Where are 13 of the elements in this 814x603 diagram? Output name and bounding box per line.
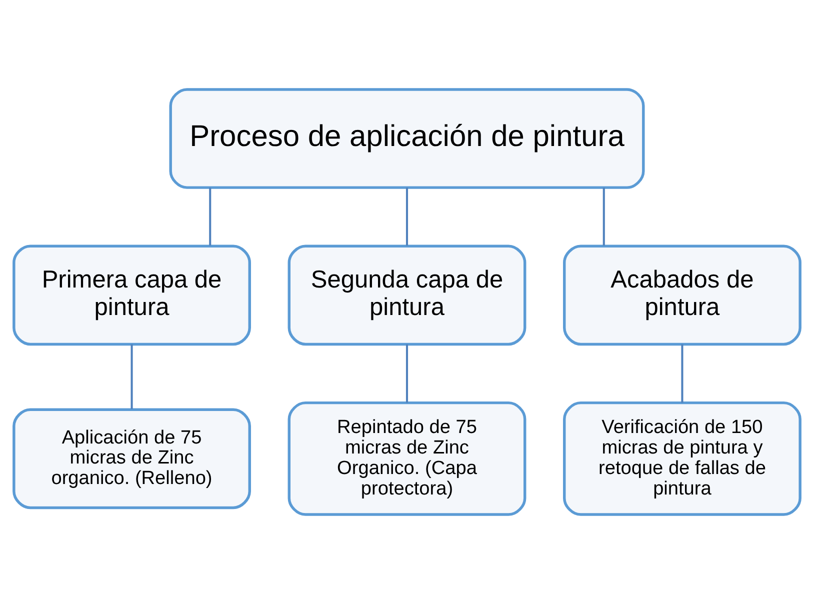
connector — [209, 187, 212, 246]
connector — [602, 187, 605, 246]
node-box: Aplicación de 75 micras de Zinc organico. (Relleno) — [12, 408, 251, 509]
connector — [681, 344, 684, 402]
connector — [130, 344, 133, 409]
node-box: Primera capa de pintura — [12, 244, 251, 346]
connector — [406, 344, 408, 402]
node-box: Segunda capa de pintura — [288, 244, 526, 346]
connector — [406, 187, 408, 246]
node-box: Proceso de aplicación de pintura — [169, 88, 645, 188]
node-box: Repintado de 75 micras de Zinc Organico. (Capa protectora) — [288, 400, 526, 516]
node-box: Verificación de 150 micras de pintura y retoque de fallas de pintura — [563, 400, 802, 516]
node-box: Acabados de pintura — [563, 244, 802, 346]
